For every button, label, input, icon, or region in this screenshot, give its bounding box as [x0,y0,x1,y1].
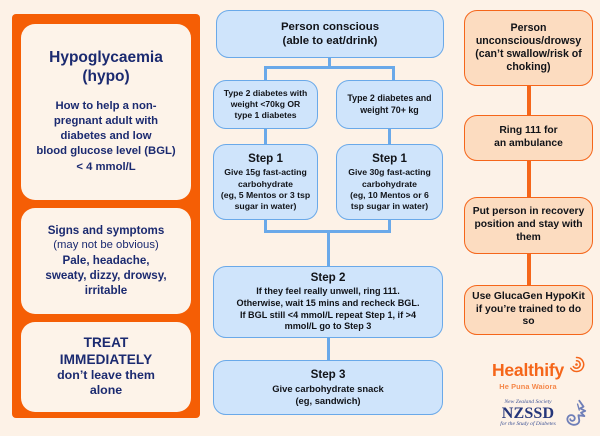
healthify-logo: Healthify He Puna Waiora [462,356,594,395]
step1-right-line2: carbohydrate [361,178,418,189]
treat-heading-line1: TREAT [83,335,129,351]
step2-line2: Otherwise, wait 15 mins and recheck BGL. [236,298,420,309]
nzssd-acronym: NZSSD [501,404,555,422]
step2-heading: Step 2 [310,271,346,284]
person-conscious-line2: (able to eat/drink) [282,35,378,47]
connector-recovery-to-hypokit [527,254,531,286]
ambulance-line1: Ring 111 for [499,125,558,137]
connector-step1right-down [388,220,391,232]
branch-left-line3: type 1 diabetes [234,110,297,120]
node-person-conscious: Person conscious (able to eat/drink) [216,10,444,58]
node-step3: Step 3 Give carbohydrate snack (eg, sand… [213,360,443,415]
branch-left-line2: weight <70kg OR [230,99,301,109]
step2-line4: mmol/L go to Step 3 [284,321,372,332]
title-heading-line1: Hypoglycaemia [49,49,163,67]
signs-body-line2: sweaty, dizzy, drowsy, [45,269,167,283]
nzssd-koru-bird-icon [562,399,588,428]
step1-left-line3: (eg, 5 Mentos or 3 tsp [220,189,311,200]
treat-immediately-card: TREAT IMMEDIATELY don’t leave them alone [21,322,191,412]
step1-right-heading: Step 1 [372,152,407,165]
connector-step2-to-step3 [327,338,330,361]
step3-heading: Step 3 [310,367,346,381]
connector-split-right [392,66,395,81]
connector-merge-to-step2 [327,230,330,268]
ambulance-line2: an ambulance [494,138,563,149]
unconscious-line4: choking) [506,61,551,74]
step1-right-line1: Give 30g fast-acting [348,167,431,178]
connector-left-to-step1 [264,129,267,145]
step1-right-line4: tsp sugar in water) [350,200,429,211]
signs-body-line1: Pale, headache, [62,253,150,267]
node-step2: Step 2 If they feel really unwell, ring … [213,266,443,338]
node-glucagen-hypokit: Use GlucaGen HypoKit if you’re trained t… [464,285,593,335]
step3-line1: Give carbohydrate snack [272,383,384,395]
connector-split-horizontal [264,66,395,69]
signs-body-line3: irritable [84,284,128,298]
step2-line1: If they feel really unwell, ring 111. [256,286,400,297]
title-subtitle-line1: How to help a non- [55,100,157,113]
step1-left-heading: Step 1 [248,152,283,165]
unconscious-line2: unconscious/drowsy [475,34,582,47]
treat-sub-line1: don’t leave them [57,367,155,382]
title-subtitle-line5: < 4 mmol/L [76,160,136,173]
signs-heading: Signs and symptoms [47,223,165,237]
branch-left-line1: Type 2 diabetes with [223,88,308,98]
node-person-unconscious: Person unconscious/drowsy (can’t swallow… [464,10,593,86]
step1-left-line4: sugar in water) [234,200,297,211]
title-card: Hypoglycaemia (hypo) How to help a non- … [21,24,191,200]
recovery-line2: position and stay with [474,219,583,231]
person-conscious-line1: Person conscious [280,20,380,33]
node-branch-type2-over70: Type 2 diabetes and weight 70+ kg [336,80,443,129]
nzssd-logo: New Zealand Society NZSSD for the Study … [462,399,594,430]
nzssd-top-text: New Zealand Society [504,399,552,405]
title-subtitle-line2: pregnant adult with [53,115,159,128]
branch-right-line2: weight 70+ kg [360,104,419,115]
node-ring-111-ambulance: Ring 111 for an ambulance [464,115,593,161]
title-subtitle-line4: blood glucose level (BGL) [36,145,176,158]
connector-root-down [328,58,331,68]
hypokit-line1: Use GlucaGen HypoKit [472,290,585,302]
treat-heading-line2: IMMEDIATELY [59,351,153,367]
title-heading-line2: (hypo) [82,68,130,86]
connector-step1left-down [264,220,267,232]
step1-right-line3: (eg, 10 Mentos or 6 [350,189,429,200]
step1-left-line1: Give 15g fast-acting [224,167,307,178]
connector-unconscious-to-ambulance [527,86,531,116]
logo-block: Healthify He Puna Waiora New Zealand Soc… [462,356,594,431]
connector-right-to-step1 [388,129,391,145]
branch-right-line1: Type 2 diabetes and [347,93,432,104]
treat-sub-line2: alone [89,383,123,398]
recovery-line3: them [516,231,541,243]
unconscious-line3: (can’t swallow/risk of [475,48,582,60]
healthify-spiral-icon [568,356,585,373]
step3-line2: (eg, sandwich) [295,395,361,407]
signs-note: (may not be obvious) [53,239,159,252]
node-step1-15g: Step 1 Give 15g fast-acting carbohydrate… [213,144,318,220]
recovery-line1: Put person in recovery [472,206,585,218]
connector-ambulance-to-recovery [527,161,531,198]
node-step1-30g: Step 1 Give 30g fast-acting carbohydrate… [336,144,443,220]
node-recovery-position: Put person in recovery position and stay… [464,197,593,254]
node-branch-type2-under70: Type 2 diabetes with weight <70kg OR typ… [213,80,318,129]
signs-symptoms-card: Signs and symptoms (may not be obvious) … [21,208,191,314]
hypokit-line2: if you’re trained to do so [475,303,582,328]
healthify-tagline: He Puna Waiora [499,381,557,391]
unconscious-line1: Person [510,21,547,34]
nzssd-bottom-text: for the Study of Diabetes [500,420,556,427]
left-info-panel: Hypoglycaemia (hypo) How to help a non- … [12,14,200,418]
title-subtitle-line3: diabetes and low [60,130,152,143]
step2-line3: If BGL still <4 mmol/L repeat Step 1, if… [239,309,417,320]
connector-split-left [264,66,267,81]
healthify-wordmark: Healthify [491,360,565,380]
step1-left-line2: carbohydrate [237,178,294,189]
